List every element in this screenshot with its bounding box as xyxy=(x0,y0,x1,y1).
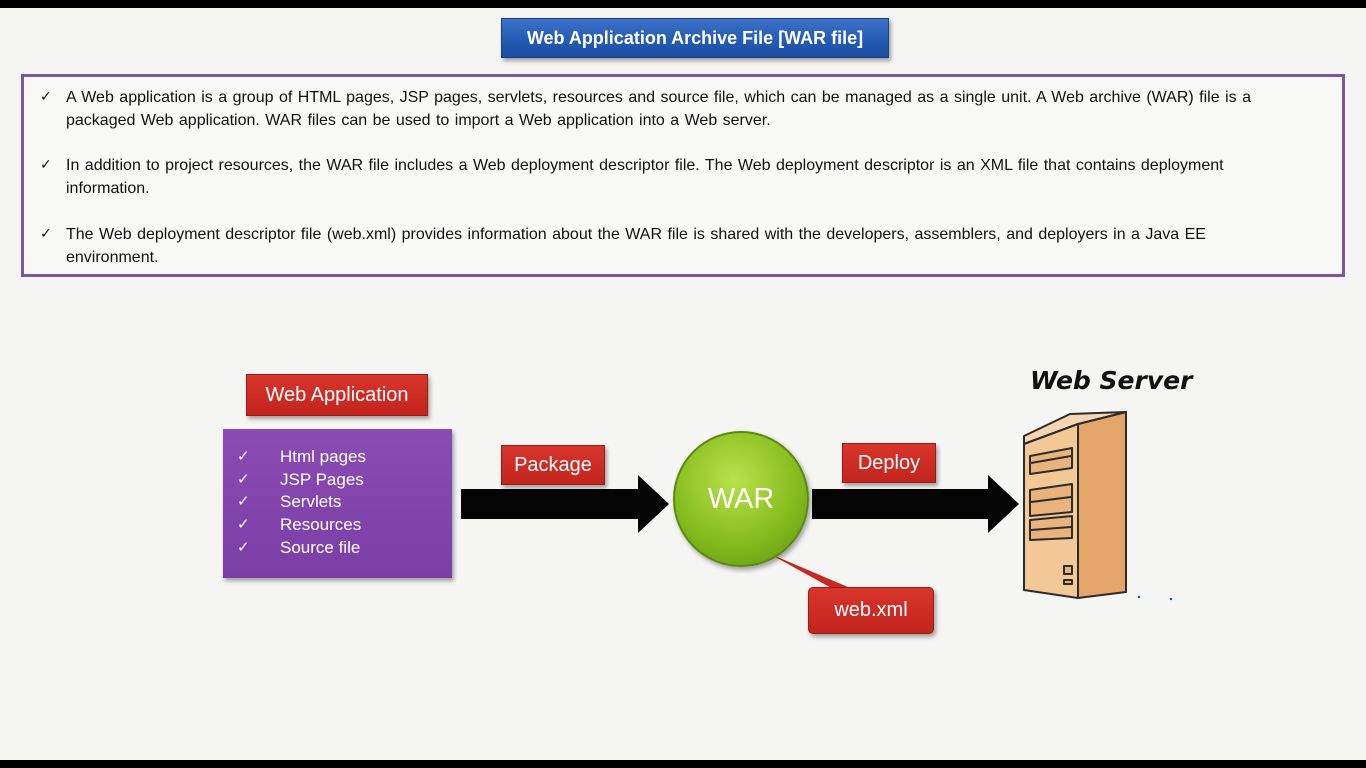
bullet-line: information. xyxy=(66,180,150,197)
server-tower-icon xyxy=(1023,411,1127,599)
check-icon: ✓ xyxy=(237,470,250,488)
deploy-arrow-icon xyxy=(812,475,1019,533)
deploy-label: Deploy xyxy=(842,443,936,483)
web-application-label: Web Application xyxy=(246,374,428,416)
bullet-item: ✓ In addition to project resources, the … xyxy=(40,154,1330,200)
web-xml-label: web.xml xyxy=(808,587,934,634)
list-item: ✓ Servlets xyxy=(237,492,447,514)
bullet-line: The Web deployment descriptor file (web.… xyxy=(66,226,1206,243)
check-icon: ✓ xyxy=(40,226,52,242)
bullet-line: In addition to project resources, the WA… xyxy=(66,157,1224,174)
top-border xyxy=(0,0,1366,8)
check-icon: ✓ xyxy=(237,447,250,465)
web-server-title: Web Server xyxy=(1030,366,1193,395)
bullet-line: A Web application is a group of HTML pag… xyxy=(66,89,1251,106)
check-icon: ✓ xyxy=(237,492,250,510)
bullet-item: ✓ A Web application is a group of HTML p… xyxy=(40,86,1330,132)
war-file-circle: WAR xyxy=(673,431,809,567)
list-item-label: Resources xyxy=(280,515,362,534)
list-item: ✓ Resources xyxy=(237,515,447,537)
list-item-label: Servlets xyxy=(280,492,342,511)
list-item-label: JSP Pages xyxy=(280,470,364,489)
bullet-line: environment. xyxy=(66,249,159,266)
list-item-label: Html pages xyxy=(280,447,366,466)
check-icon: ✓ xyxy=(237,515,250,533)
list-item: ✓ Html pages xyxy=(237,447,447,469)
list-item: ✓ Source file xyxy=(237,538,447,560)
web-application-contents: ✓ Html pages ✓ JSP Pages ✓ Servlets ✓ Re… xyxy=(223,429,452,578)
bullet-item: ✓ The Web deployment descriptor file (we… xyxy=(40,223,1330,269)
check-icon: ✓ xyxy=(40,89,52,105)
list-item-label: Source file xyxy=(280,538,361,557)
bullet-line: packaged Web application. WAR files can … xyxy=(66,112,771,129)
package-label: Package xyxy=(501,445,605,485)
slide-title: Web Application Archive File [WAR file] xyxy=(501,18,889,58)
description-box: ✓ A Web application is a group of HTML p… xyxy=(21,74,1345,277)
bottom-border xyxy=(0,760,1366,768)
package-arrow-icon xyxy=(461,475,669,533)
check-icon: ✓ xyxy=(40,157,52,173)
callout-pointer xyxy=(768,553,855,590)
check-icon: ✓ xyxy=(237,538,250,556)
list-item: ✓ JSP Pages xyxy=(237,470,447,492)
